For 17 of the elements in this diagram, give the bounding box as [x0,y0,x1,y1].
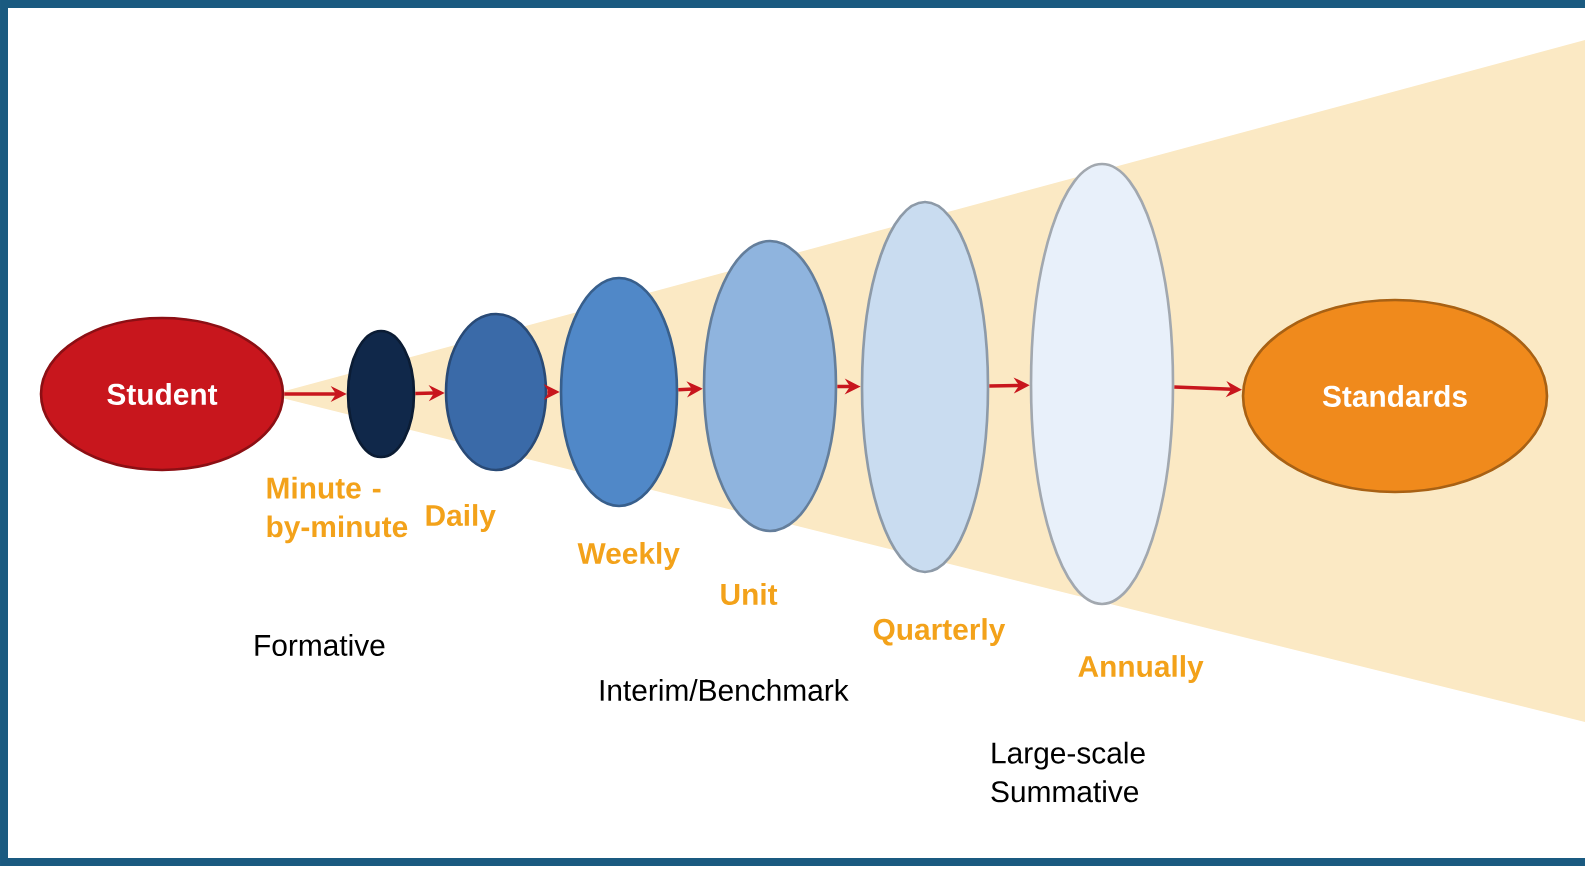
ellipse-node [702,239,838,533]
frequency-label: Daily [426,504,496,532]
ellipse-node: Standards [1241,298,1549,494]
frequency-label: Unit [721,583,778,605]
frequency-label: Annually [1078,655,1204,683]
ellipse-node [346,329,416,459]
ellipse-node [444,312,548,472]
frequency-label: Weekly [577,542,680,570]
ellipse-node: Student [39,316,285,472]
category-label: Large-scale Summative [991,741,1145,803]
frequency-label: Quarterly [873,618,1006,646]
ellipse-node [559,276,679,508]
category-label: Interim/Benchmark [600,679,849,701]
ellipse-node [1029,162,1175,606]
category-label: Formative [255,634,385,656]
frequency-label: Minute - by-minute [267,476,408,544]
ellipse-node [860,200,990,574]
